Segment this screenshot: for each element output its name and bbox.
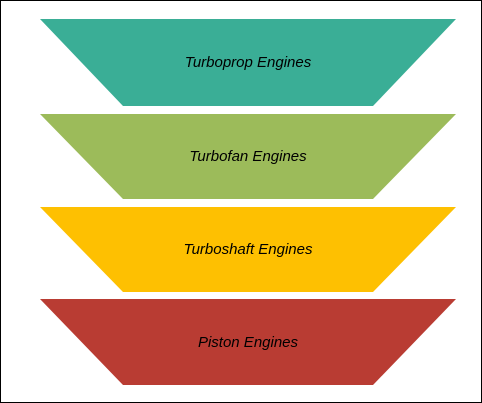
- tier-piston-label: Piston Engines: [198, 334, 299, 351]
- tier-turboshaft-label: Turboshaft Engines: [184, 241, 313, 258]
- tier-turboshaft-shape: [40, 207, 456, 292]
- tier-turbofan-label: Turbofan Engines: [189, 148, 307, 165]
- tier-piston: Piston Engines: [40, 299, 456, 385]
- tier-piston-shape: [40, 299, 456, 385]
- tier-turboprop: Turboprop Engines: [40, 19, 456, 106]
- tier-turboprop-shape: [40, 19, 456, 106]
- tier-turbofan: Turbofan Engines: [40, 114, 456, 199]
- tier-turboshaft: Turboshaft Engines: [40, 207, 456, 292]
- tier-turboprop-label: Turboprop Engines: [185, 54, 312, 71]
- tier-turbofan-shape: [40, 114, 456, 199]
